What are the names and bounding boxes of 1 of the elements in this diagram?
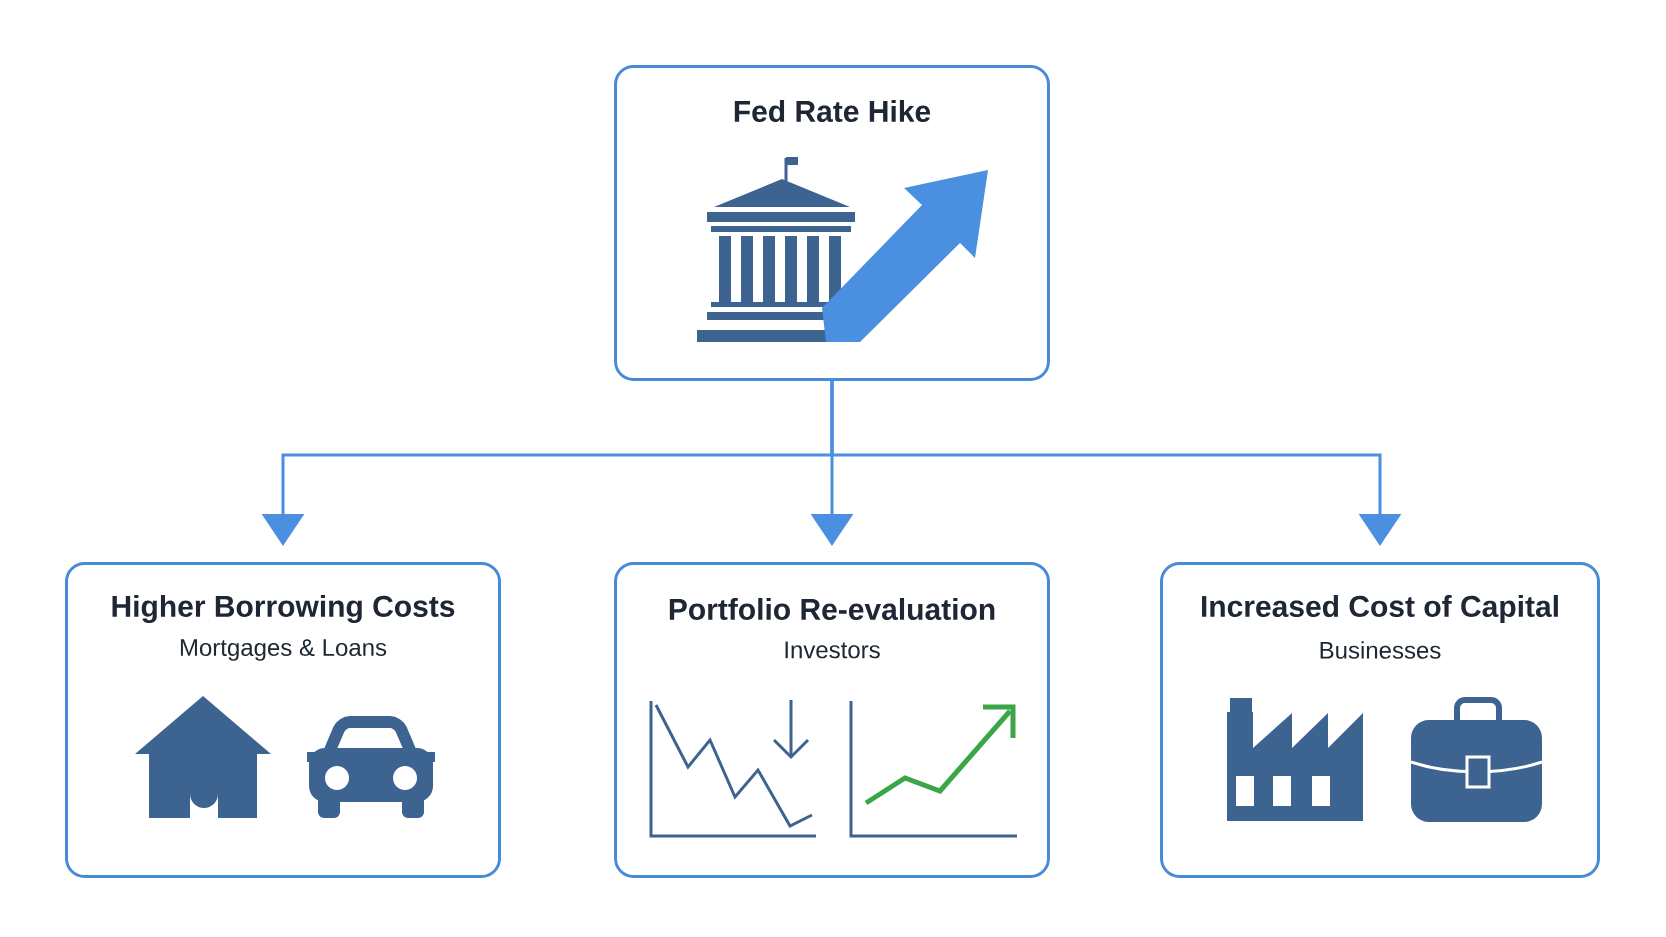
process-box: Portfolio Re-evaluation Investors — [614, 562, 1050, 878]
